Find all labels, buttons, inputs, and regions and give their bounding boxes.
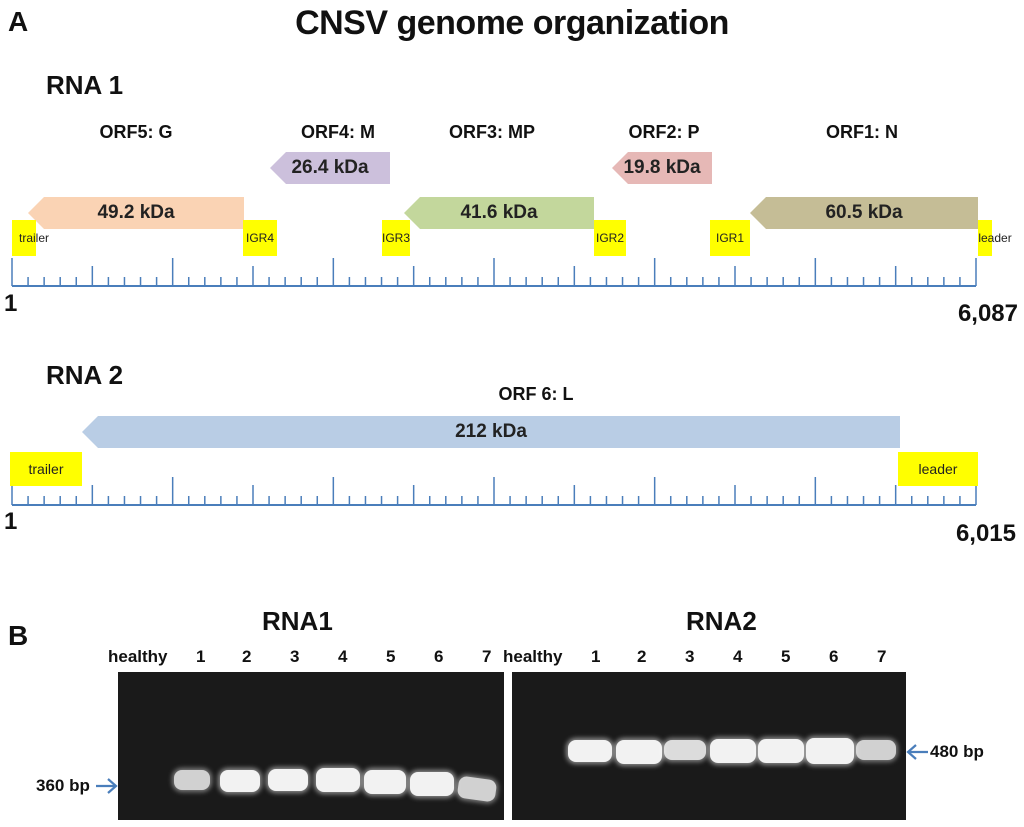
- gel1-band-lane7: [456, 775, 498, 803]
- gel2-band-lane6: [806, 738, 854, 764]
- rna1-trailer-region: trailer: [12, 220, 49, 256]
- panel-b-letter: B: [8, 620, 29, 651]
- gel2-band-lane7: [856, 740, 896, 760]
- gel1-lane-label: 3: [290, 647, 300, 666]
- orf5-label: ORF5: G: [99, 122, 173, 142]
- gel1-image: [118, 672, 504, 820]
- gel1-band-lane1: [174, 770, 210, 790]
- gel1-lane-label: 5: [386, 647, 396, 666]
- rna1-start-number: 1: [4, 290, 18, 317]
- gel1-title: RNA1: [262, 606, 333, 636]
- orf2-arrow: 19.8 kDa: [612, 152, 712, 184]
- orf6-label: ORF 6: L: [498, 384, 574, 404]
- orf5-arrow: 49.2 kDa: [28, 197, 244, 229]
- igr4-region: IGR4: [243, 220, 277, 256]
- orf3-arrow: 41.6 kDa: [404, 197, 594, 229]
- gel2-lane-label: healthy: [503, 647, 563, 666]
- rna1-label: RNA 1: [46, 70, 124, 100]
- orf4-label: ORF4: M: [301, 122, 375, 142]
- panel-a-letter: A: [8, 6, 29, 37]
- figure-title: CNSV genome organization: [295, 4, 729, 42]
- orf6-arrow: 212 kDa: [82, 416, 900, 448]
- gel2-lane-label: 2: [637, 647, 647, 666]
- rna2-ruler-ticks: [11, 477, 977, 506]
- rna2-end-number: 6,015: [955, 520, 1016, 547]
- rna1-leader-text: leader: [978, 231, 1012, 245]
- orf1-label: ORF1: N: [826, 122, 898, 142]
- gel2-lane-label: 4: [733, 647, 743, 666]
- gel2-band-lane4: [710, 739, 756, 763]
- gel2-band-lane5: [758, 739, 804, 763]
- gel1-band-lane6: [410, 772, 454, 796]
- gel1-lane-label: 1: [196, 647, 206, 666]
- gel1-band-lane3: [268, 769, 308, 791]
- gel1-band-size-label: 360 bp: [36, 776, 90, 795]
- rna1-leader-region: leader: [978, 220, 1012, 256]
- gel2-lane-label: 1: [591, 647, 601, 666]
- gel1-band-lane2: [220, 770, 260, 792]
- rna2-start-number: 1: [4, 508, 18, 535]
- gel1-lane-label: 2: [242, 647, 252, 666]
- rna2-trailer-region: trailer: [10, 452, 82, 486]
- gel2-band-lane3: [664, 740, 706, 760]
- gel2-lane-label: 6: [829, 647, 839, 666]
- gel2-lane-label: 3: [685, 647, 695, 666]
- rna1-trailer-text: trailer: [19, 231, 50, 245]
- rna2-label: RNA 2: [46, 360, 124, 390]
- gel1-lane-label: 4: [338, 647, 348, 666]
- gel2-lane-label: 5: [781, 647, 791, 666]
- orf3-label: ORF3: MP: [448, 122, 535, 142]
- gel2-band-lane2: [616, 740, 662, 764]
- gel2-image: [512, 672, 906, 820]
- orf4-arrow: 26.4 kDa: [270, 152, 390, 184]
- igr3-region: IGR3: [382, 220, 410, 256]
- gel1-band-lane5: [364, 770, 406, 794]
- rna2-leader-region: leader: [898, 452, 978, 486]
- gel1-pointer-arrow-icon: [96, 778, 118, 794]
- gel1-band-lane4: [316, 768, 360, 792]
- gel2-pointer-arrow-icon: [906, 744, 928, 760]
- gel2-title: RNA2: [686, 606, 757, 636]
- gel2-band-lane1: [568, 740, 612, 762]
- gel2-band-size-label: 480 bp: [930, 742, 984, 761]
- orf1-arrow: 60.5 kDa: [750, 197, 978, 229]
- igr2-region: IGR2: [594, 220, 626, 256]
- rna1-end-number: 6,087: [957, 300, 1018, 327]
- gel1-lane-label: healthy: [108, 647, 168, 666]
- orf2-label: ORF2: P: [628, 122, 700, 142]
- igr1-region: IGR1: [710, 220, 750, 256]
- gel2-lane-label: 7: [877, 647, 887, 666]
- gel1-lane-label: 7: [482, 647, 492, 666]
- rna1-ruler-ticks: [11, 258, 977, 287]
- gel1-lane-label: 6: [434, 647, 444, 666]
